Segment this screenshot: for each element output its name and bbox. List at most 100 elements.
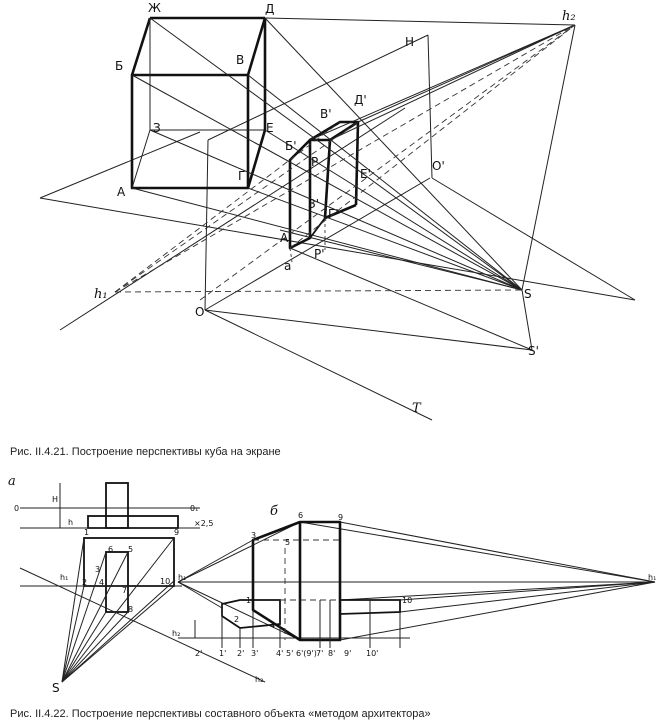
- base-label: 8': [328, 649, 335, 658]
- label-b-n1: 1: [246, 596, 251, 605]
- label-zero: 0: [14, 504, 19, 513]
- fig2-part-a: а 0 H h 0₁ ×2,5 h₁ h₂ S 10 1: [8, 474, 266, 695]
- label-b-n4: 4: [270, 621, 275, 630]
- dash-a: [289, 247, 293, 263]
- label-a1: А': [280, 231, 292, 245]
- label-s: S: [524, 287, 532, 301]
- label-b1: Б': [285, 139, 297, 153]
- label-g: Г: [238, 169, 245, 183]
- label-h2: h₂: [562, 9, 576, 24]
- figure1-caption: Рис. II.4.21. Построение перспективы куб…: [10, 446, 281, 458]
- label-b-n9: 9: [338, 513, 343, 522]
- base-label: 5': [286, 649, 293, 658]
- label-r1: Р': [314, 247, 325, 261]
- label-n6: 6: [108, 545, 113, 554]
- label-a: А: [117, 185, 126, 199]
- fig2-part-b: б: [172, 504, 656, 658]
- label-t: T: [412, 401, 422, 416]
- label-h1-b: h₁: [178, 573, 186, 582]
- label-part-a: а: [8, 474, 16, 489]
- label-b-n10: 10: [402, 596, 412, 605]
- cube-hidden-az: [131, 129, 151, 189]
- base-elevation: [87, 515, 179, 529]
- fig1-drawing: Ж Д Б В З Е Г А h₂ H Б' В' Д' Р Е' З' O'…: [39, 1, 636, 421]
- label-h1-a: h₁: [60, 573, 68, 582]
- label-g1: Г': [328, 207, 339, 221]
- label-s-a: S: [52, 681, 60, 695]
- label-n4: 4: [99, 578, 104, 587]
- base-line-o: [204, 177, 431, 311]
- label-h-vertical: H: [405, 35, 414, 49]
- label-n1: 1: [84, 528, 89, 537]
- label-n7: 7: [122, 586, 127, 595]
- label-zh: Ж: [148, 1, 161, 15]
- label-a-low: а: [284, 259, 291, 273]
- label-n9: 9: [174, 528, 179, 537]
- label-b-n5: 5: [285, 538, 290, 547]
- base-label: 3': [251, 649, 258, 658]
- label-o: O: [195, 305, 204, 319]
- label-n2: 2: [82, 578, 87, 587]
- base-labels: 2' 1' 2' 3' 4' 5' 6'(9') 7' 8' 9' 10': [195, 649, 378, 658]
- persp-edge-d: [354, 121, 360, 206]
- persp-edge: [323, 139, 332, 219]
- label-o1: O': [432, 159, 445, 173]
- base-label: 10': [366, 649, 378, 658]
- verticals-b: [221, 600, 401, 648]
- label-h-dim: h: [68, 518, 73, 527]
- label-b-n2: 2: [234, 615, 239, 624]
- label-v1: В': [320, 107, 332, 121]
- vertical-o: [204, 139, 209, 311]
- ray-line-a: [19, 567, 266, 683]
- plane-edge-left: [39, 197, 636, 301]
- figure2-caption: Рис. II.4.22. Построение перспективы сос…: [10, 708, 431, 720]
- base-label: 2': [237, 649, 244, 658]
- base-label: 9': [344, 649, 351, 658]
- label-v: В: [236, 53, 244, 67]
- plane-right: [431, 177, 636, 301]
- cube-edge-eg: [246, 129, 267, 189]
- plan-tower: [105, 551, 129, 613]
- label-h2-a: h₂: [255, 675, 263, 684]
- label-b-n3: 3: [251, 531, 256, 540]
- base-label: 7': [316, 649, 323, 658]
- label-z1: З': [308, 197, 319, 211]
- rays-to-s: [131, 17, 533, 351]
- label-H-dim: H: [52, 495, 58, 504]
- rays-to-h2: [264, 17, 576, 351]
- label-10-a: 10: [160, 577, 170, 586]
- label-d: Д: [265, 2, 274, 16]
- label-n8: 8: [128, 605, 133, 614]
- base-label: 6'(9'): [296, 649, 317, 658]
- label-part-b: б: [270, 504, 278, 519]
- converging-lines-b: [177, 521, 656, 641]
- horizon-diag: [59, 107, 406, 331]
- label-e: Е: [266, 121, 274, 135]
- label-z: З: [153, 121, 161, 135]
- base-label: 2': [195, 649, 202, 658]
- label-h3-b: h₁: [648, 573, 656, 582]
- picture-top: [207, 34, 429, 141]
- label-scale: ×2,5: [194, 519, 213, 528]
- label-o1: 0₁: [190, 504, 198, 513]
- label-h1: h₁: [94, 287, 108, 302]
- dashed-rays: [114, 24, 576, 301]
- label-b-n6: 6: [298, 511, 303, 520]
- cube-edge-bzh: [130, 17, 152, 76]
- plane-edge-back: [39, 131, 201, 199]
- label-n3: 3: [95, 565, 100, 574]
- base-label: 1': [219, 649, 226, 658]
- label-h2-b: h₂: [172, 629, 180, 638]
- label-n5: 5: [128, 545, 133, 554]
- ground-line-t: [204, 309, 433, 421]
- base-label: 4': [276, 649, 283, 658]
- rays-to-s-a: [61, 537, 176, 683]
- persp-bottom-2: [309, 217, 326, 239]
- label-b: Б: [115, 59, 123, 73]
- vertical-h: [427, 34, 433, 179]
- label-s1: S': [528, 344, 539, 358]
- label-r: Р: [311, 155, 318, 169]
- tower-elevation: [105, 482, 129, 529]
- label-e1: Е': [360, 167, 371, 181]
